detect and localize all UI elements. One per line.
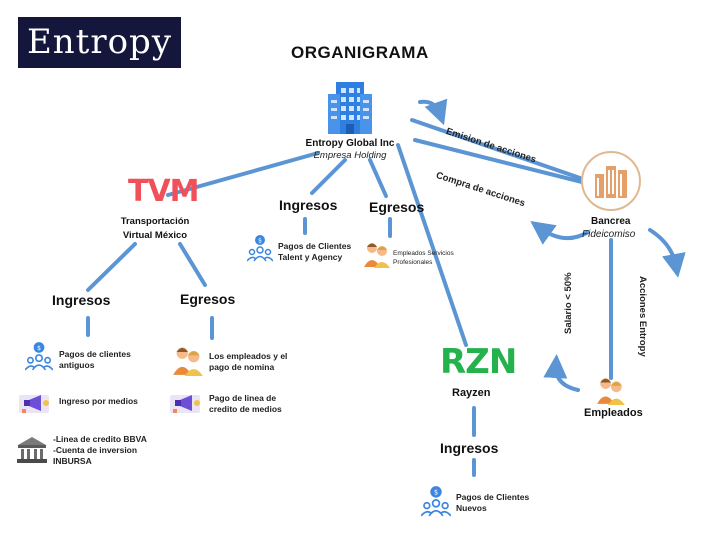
holding-ingresos-item-line: Talent y Agency	[278, 252, 343, 262]
tvm-egresos-item-2: Pago de linea de credito de medios	[209, 393, 282, 415]
tvm-ingresos-item-line: Ingreso por medios	[59, 396, 138, 406]
tvm-ingresos-label: Ingresos	[52, 292, 111, 308]
curved-arrow-salario	[543, 354, 580, 392]
bancrea-logo-icon	[581, 151, 641, 211]
curved-arrow-compra	[530, 220, 590, 245]
holding-ingresos-label: Ingresos	[279, 197, 338, 213]
holding-subtitle: Empresa Holding	[313, 150, 387, 161]
edge-label-acciones: Acciones Entropy	[637, 276, 648, 357]
employees-icon	[173, 347, 203, 376]
line-tvm-egresos	[178, 242, 207, 287]
employees-icon	[364, 243, 390, 268]
tvm-ingresos-item-line: Pagos de clientes	[59, 349, 131, 359]
entropy-logo: Entropy	[18, 17, 181, 68]
holding-egresos-item: Empleados Servicios Profesionales	[393, 249, 454, 267]
tvm-ingresos-item-2: Ingreso por medios	[59, 396, 138, 407]
tvm-ingresos-item-3: -Linea de credito BBVA -Cuenta de invers…	[53, 434, 147, 467]
tvm-name-line: Transportación	[120, 216, 190, 227]
line-holding-rzn	[396, 143, 468, 347]
tvm-egresos-item-1: Los empleados y el pago de nomina	[209, 351, 287, 373]
building-icon	[328, 82, 372, 134]
bancrea-name: Bancrea	[591, 216, 631, 227]
line-holding-tvm	[166, 151, 320, 197]
rzn-ingresos-label: Ingresos	[440, 440, 499, 456]
tvm-name-line: Virtual México	[122, 230, 188, 241]
tvm-ingresos-item-line: antiguos	[59, 360, 95, 370]
tvm-ingresos-item-line: -Linea de credito BBVA	[53, 434, 147, 444]
curved-arrow-emision	[418, 98, 448, 126]
tvm-egresos-item-line: pago de nomina	[209, 362, 275, 372]
svg-text:$: $	[37, 344, 41, 352]
tvm-ingresos-item-1: Pagos de clientes antiguos	[59, 349, 131, 371]
tvm-ingresos-item-line: -Cuenta de inversion	[53, 445, 138, 455]
tvm-egresos-item-line: Los empleados y el	[209, 351, 288, 361]
rzn-ingresos-item-line: Pagos de Clientes	[456, 492, 530, 502]
page-title: ORGANIGRAMA	[291, 43, 429, 62]
rzn-logo: RZN	[440, 342, 517, 382]
edge-label-salario: Salario < 50%	[563, 272, 574, 334]
holding-ingresos-item-line: Pagos de Clientes	[278, 241, 352, 251]
holding-egresos-item-line: Profesionales	[393, 259, 433, 266]
tvm-egresos-item-line: Pago de linea de	[209, 393, 277, 403]
holding-egresos-item-line: Empleados Servicios	[393, 250, 454, 257]
line-holding-ingresos	[310, 158, 347, 195]
empleados-label: Empleados	[584, 407, 643, 419]
line-tvm-ingresos	[86, 242, 137, 292]
tvm-egresos-label: Egresos	[180, 291, 236, 307]
employees-icon	[597, 378, 625, 405]
holding-ingresos-item: Pagos de Clientes Talent y Agency	[278, 241, 351, 263]
users-icon: $	[421, 486, 451, 517]
users-icon: $	[247, 235, 273, 262]
svg-text:$: $	[258, 238, 262, 245]
svg-text:$: $	[434, 489, 438, 497]
tvm-name: Transportación Virtual México	[105, 215, 205, 243]
tvm-egresos-item-line: credito de medios	[209, 404, 282, 414]
tvm-ingresos-item-line: INBURSA	[53, 456, 92, 466]
rzn-name: Rayzen	[452, 387, 491, 399]
bank-icon	[17, 437, 47, 463]
line-holding-bancrea-1	[410, 118, 582, 180]
holding-egresos-label: Egresos	[369, 199, 425, 215]
line-holding-egresos	[368, 158, 388, 198]
holding-name: Entropy Global Inc	[305, 138, 395, 149]
users-icon: $	[25, 342, 53, 371]
bancrea-subtitle: Fideicomiso	[582, 229, 636, 240]
megaphone-icon	[170, 395, 200, 413]
line-holding-bancrea-2	[413, 138, 584, 184]
rzn-ingresos-item-line: Nuevos	[456, 503, 487, 513]
megaphone-icon	[19, 395, 49, 413]
curved-arrow-acciones	[648, 228, 686, 278]
rzn-ingresos-item: Pagos de Clientes Nuevos	[456, 492, 529, 514]
tvm-logo: TVM	[128, 174, 200, 209]
